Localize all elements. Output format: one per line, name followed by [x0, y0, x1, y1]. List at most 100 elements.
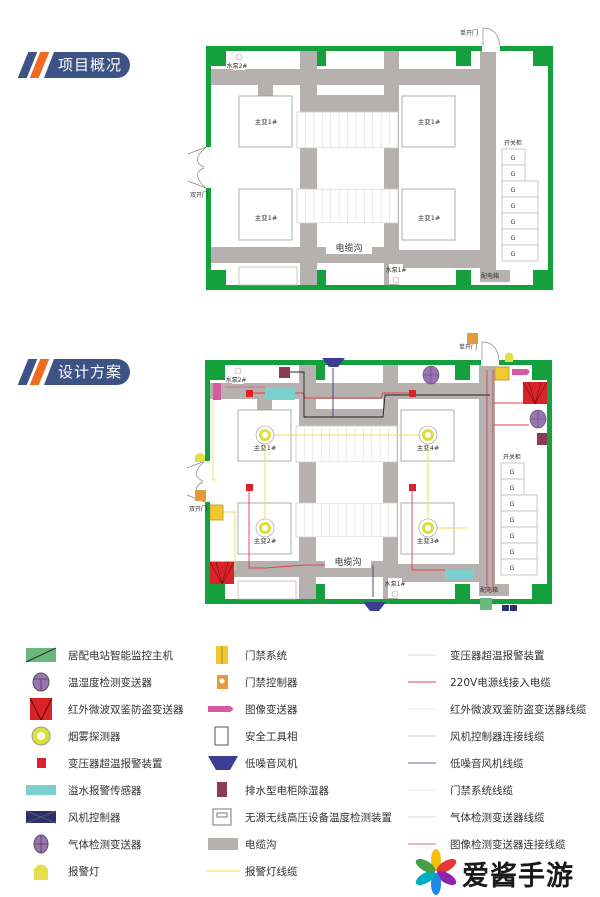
- cable-line-icon: [408, 752, 442, 778]
- legend-label: 气体检测变送器线缆: [450, 812, 545, 824]
- door-controller-icon: [195, 490, 206, 501]
- alarm-light-icon: [505, 352, 513, 362]
- wall-pillar: [455, 365, 470, 380]
- image-transmitter-icon: [512, 369, 530, 375]
- floor: [317, 148, 384, 189]
- cable-trench: [480, 51, 496, 270]
- trench-label: 电缆沟: [335, 242, 362, 254]
- cable-trench: [384, 51, 399, 285]
- wall-pillar: [456, 51, 471, 66]
- legend-label: 门禁控制器: [245, 677, 298, 689]
- floor: [316, 462, 383, 503]
- switchgear-cabinet: [501, 196, 539, 214]
- section-title: 项目概况: [44, 52, 130, 78]
- image-transmitter-icon: [213, 383, 221, 400]
- smoke-detector-icon: [24, 725, 58, 751]
- fan-controller-icon: [502, 605, 509, 611]
- single-door: [481, 341, 500, 361]
- smoke-detector-icon: [262, 525, 268, 531]
- watermark: 爱酱手游网: [412, 848, 597, 896]
- floor-plan-overview: 开关柜GGGGGGG双开门单开门水泵2#水泵1#电缆沟配电箱主变1#主变1#主变…: [187, 27, 553, 290]
- smoke-detector-cable: [265, 434, 467, 529]
- switchgear-label: 开关柜: [503, 453, 521, 461]
- legend-label: 无源无线高压设备温度检测装置: [245, 812, 392, 824]
- ir-microwave-detector-icon: [209, 561, 235, 585]
- door-controller-icon: [467, 333, 478, 344]
- double-door-gap: [204, 461, 211, 502]
- alarm-light-icon: [24, 860, 58, 886]
- double-door-gap: [205, 147, 212, 188]
- legend-label: 变压器超温报警装置: [450, 650, 545, 662]
- transformer-overtemp-alarm-icon: [409, 390, 416, 397]
- trench-label-bg: [326, 240, 372, 254]
- watermark-text: 爱酱手游网: [462, 861, 574, 892]
- switchgear-g: G: [510, 485, 515, 492]
- legend-label: 图像变送器: [245, 704, 298, 716]
- section-badge-design: 设计方案: [17, 359, 130, 385]
- wireless-temp-device-icon: [206, 806, 240, 832]
- transformer-label: 主变1#: [255, 117, 278, 126]
- double-door: [186, 460, 206, 503]
- transformer-box: [238, 95, 293, 148]
- single-door: [482, 27, 501, 47]
- single-door-label: 单开门: [459, 343, 477, 351]
- transformer-overtemp-alarm-icon: [409, 484, 416, 491]
- smoke-detector-icon: [425, 525, 431, 531]
- pump-icon: [234, 367, 242, 375]
- legend-label: 220V电源线接入电缆: [450, 677, 551, 689]
- wall-pillar: [532, 365, 547, 380]
- switchgear-cabinet: [500, 558, 538, 576]
- legend-label: 红外微波双鉴防盗变送器: [68, 704, 184, 716]
- switchgear-cabinet: [501, 228, 539, 246]
- distribution-box-label: 配电箱: [480, 586, 498, 594]
- legend-label: 电缆沟: [245, 839, 277, 851]
- cable-trench: [480, 270, 510, 282]
- cable-line-icon: [408, 698, 442, 724]
- legend-label: 图像检测变送器连接线缆: [450, 839, 566, 851]
- wall-pillar: [455, 584, 470, 599]
- wall-pillar: [211, 270, 226, 285]
- switchgear-cabinet: [501, 244, 539, 262]
- monitoring-host-icon: [24, 644, 58, 670]
- single-door-gap: [481, 359, 499, 366]
- pump-icon: [391, 590, 399, 598]
- trench-label-bg: [325, 554, 371, 568]
- pump1-label: 水泵1#: [386, 266, 407, 274]
- wall-pillar: [533, 270, 548, 285]
- transformer-label: 主变1#: [418, 117, 441, 126]
- legend-label: 门禁系统线缆: [450, 785, 513, 797]
- pump-area: [388, 578, 402, 598]
- legend-label: 低噪音风机线缆: [450, 758, 524, 770]
- gas-detector-icon: [24, 833, 58, 859]
- cable-trench: [384, 250, 496, 268]
- switchgear-cabinet: [501, 180, 539, 198]
- transformer-label: 主变1#: [418, 213, 441, 222]
- switchgear-g: G: [510, 469, 515, 476]
- ir-microwave-detector-icon: [24, 697, 58, 724]
- ir-microwave-detector-icon: [210, 562, 234, 584]
- smoke-detector-icon: [425, 432, 431, 438]
- transformer-box: [238, 188, 293, 241]
- switchgear-g: G: [511, 171, 516, 178]
- switchgear-g: G: [511, 155, 516, 162]
- wall-pillar: [211, 51, 226, 66]
- cable-trench: [258, 85, 273, 97]
- temp-humidity-transmitter-icon: [530, 410, 546, 428]
- alarm-light-cable-icon: [206, 860, 240, 886]
- ir-microwave-detector-icon: [522, 381, 548, 405]
- gas-detector-icon: [423, 366, 439, 384]
- switchgear-g: G: [511, 187, 516, 194]
- monitoring-host-icon: [480, 598, 492, 610]
- trench-label: 电缆沟: [334, 556, 361, 568]
- water-overflow-sensor-icon: [445, 570, 473, 580]
- cable-line-icon: [408, 779, 442, 805]
- legend-label: 气体检测变送器: [68, 839, 142, 851]
- legend-label: 安全工具相: [245, 731, 298, 743]
- switchgear-g: G: [511, 235, 516, 242]
- legend-label: 报警灯: [68, 866, 100, 878]
- legend-label: 报警灯线缆: [245, 866, 298, 878]
- transformer-overtemp-alarm-icon: [24, 752, 58, 778]
- legend-label: 排水型电柜除湿器: [245, 785, 329, 797]
- alarm-light-icon: [195, 453, 205, 462]
